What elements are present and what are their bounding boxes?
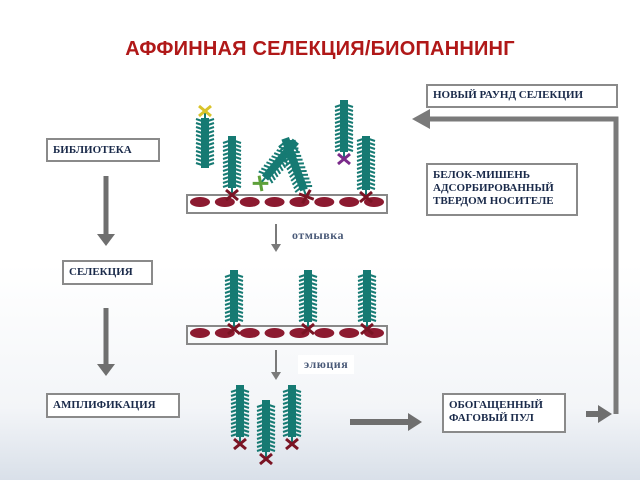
arrow-library-to-selection (97, 176, 115, 246)
phage (224, 270, 244, 336)
phage (357, 270, 377, 336)
arrow-enriched-to-loop (586, 405, 612, 423)
arrow-wash (271, 224, 281, 252)
solid-support-top (186, 194, 388, 214)
target-protein (339, 197, 360, 207)
target-protein (214, 197, 235, 207)
amplification-box: АМПЛИФИКАЦИЯ (46, 393, 180, 418)
target-protein (339, 328, 360, 338)
arrow-selection-to-amplification (97, 308, 115, 376)
selection-box: СЕЛЕКЦИЯ (62, 260, 153, 285)
target-protein (190, 328, 210, 338)
target-protein (239, 328, 260, 338)
phage (222, 136, 242, 202)
phage (298, 270, 318, 336)
elution-label: элюция (298, 355, 355, 374)
target-protein (190, 197, 210, 207)
arrow-to-enriched-pool (350, 413, 422, 431)
library-box: БИБЛИОТЕКА (46, 138, 160, 162)
enriched-pool-box: ОБОГАЩЕННЫЙ ФАГОВЫЙ ПУЛ (442, 393, 566, 433)
arrow-return-loop (412, 109, 619, 414)
solid-support-middle (186, 325, 388, 345)
phage (230, 385, 250, 451)
phage (278, 136, 315, 205)
phage (334, 100, 354, 166)
phage-particles (195, 100, 377, 466)
target-protein (264, 197, 285, 207)
phage (282, 385, 302, 451)
wash-label: отмывка (286, 226, 350, 245)
arrow-elution (271, 350, 281, 380)
target-protein (239, 197, 260, 207)
phage (195, 104, 215, 168)
target-protein (314, 328, 335, 338)
page-title: АФФИННАЯ СЕЛЕКЦИЯ/БИОПАННИНГ (125, 38, 515, 60)
phage (356, 136, 376, 204)
new-round-box: НОВЫЙ РАУНД СЕЛЕКЦИИ (426, 84, 618, 108)
target-protein (314, 197, 335, 207)
phage (256, 400, 276, 466)
target-protein (264, 328, 285, 338)
target-protein-box: БЕЛОК-МИШЕНЬ АДСОРБИРОВАННЫЙ ТВЕРДОМ НОС… (426, 163, 578, 216)
